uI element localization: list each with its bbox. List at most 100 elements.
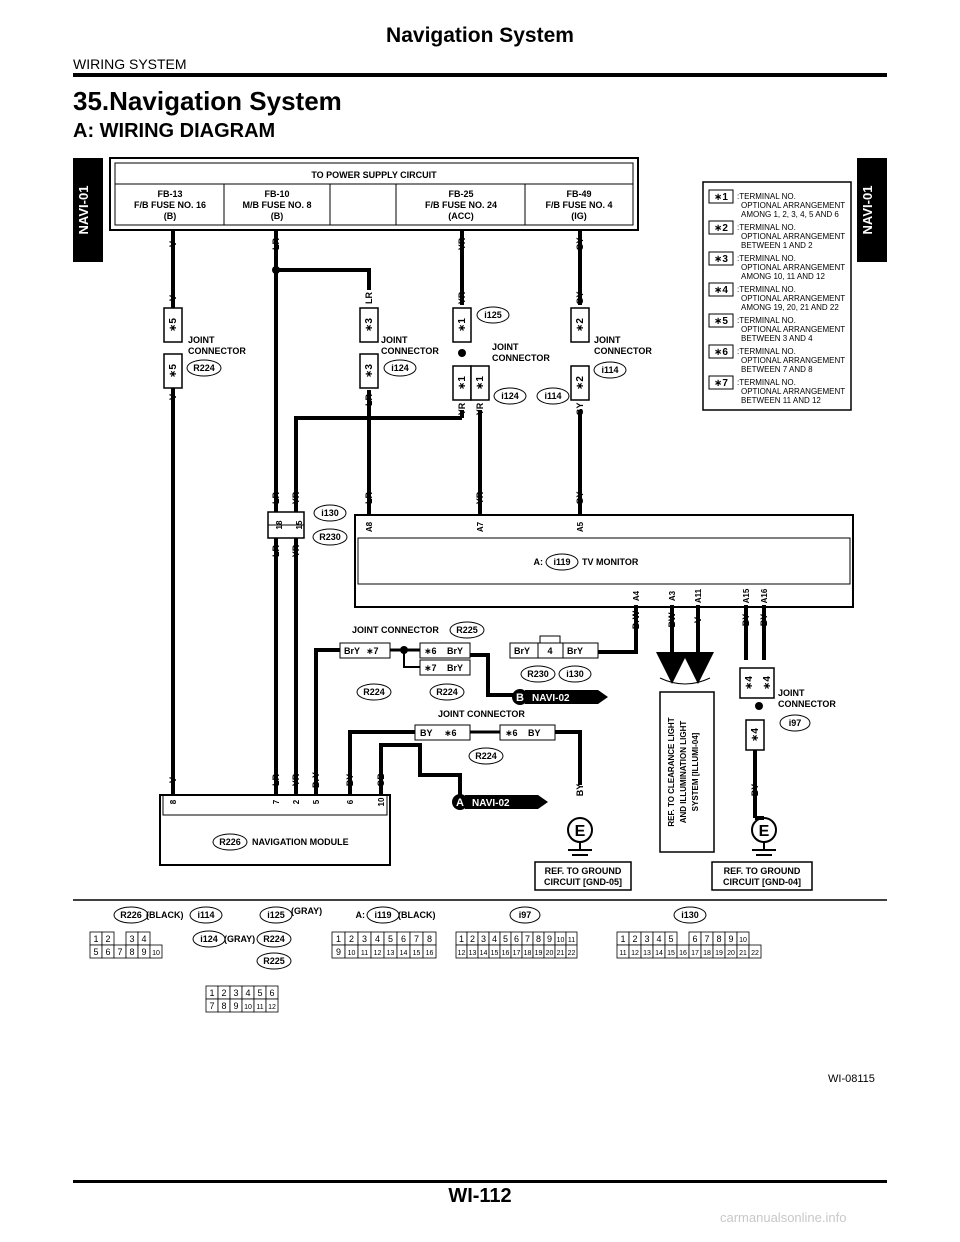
pin-number: 7 (525, 934, 530, 944)
fuse-4-line1: FB-25 (448, 189, 473, 199)
ground-e-left-letter: E (575, 823, 586, 840)
fuse-1-line1: FB-13 (157, 189, 182, 199)
pin-number: 7 (704, 934, 709, 944)
legend-row: ∗7:TERMINAL NO.OPTIONAL ARRANGEMENTBETWE… (708, 375, 845, 405)
star4-a: ∗4 (744, 676, 755, 690)
tv-monitor-label: TV MONITOR (582, 557, 639, 567)
legend-line3: AMONG 10, 11 AND 12 (741, 272, 825, 281)
i130-connector: 18 15 (267, 511, 305, 539)
legend-mark: ∗5 (714, 316, 728, 327)
ground-ref-a: REF. TO GROUND CIRCUIT [GND-05] (534, 861, 632, 891)
pin-number: 4 (375, 934, 380, 944)
pin-number: 17 (691, 950, 699, 957)
fuse-2-line2: M/B FUSE NO. 8 (242, 200, 311, 210)
pin-number: 14 (480, 950, 488, 957)
wire-label-gy: GY (575, 237, 585, 250)
legend-mark: ∗3 (714, 254, 728, 265)
oval-i125: i125 (476, 306, 510, 324)
pin-number: 10 (739, 937, 747, 944)
pin-number: 9 (141, 947, 146, 957)
wire-label-bry-nav: BrY (311, 772, 321, 788)
r225-star7-right: ∗7 (424, 663, 437, 673)
pin-number: 16 (502, 950, 510, 957)
r224-by-right: BY (528, 728, 541, 738)
face-r224-text: R224 (263, 934, 285, 944)
oval-r225: R225 (449, 621, 485, 639)
oval-i130-text: i130 (321, 508, 339, 518)
pin-number: 1 (209, 988, 214, 998)
pin-number: 15 (491, 950, 499, 957)
oval-i114-b-text: i114 (601, 365, 618, 375)
pin-number: 2 (105, 934, 110, 944)
jc-r225-label: JOINT CONNECTOR (352, 625, 439, 635)
pin-number: 3 (129, 934, 134, 944)
oval-i97-text: i97 (789, 718, 802, 728)
pin-number: 1 (459, 934, 464, 944)
legend-line3: AMONG 1, 2, 3, 4, 5 AND 6 (741, 210, 839, 219)
r224-star6-right: ∗6 (505, 728, 518, 738)
legend-line1: :TERMINAL NO. (737, 347, 796, 356)
fuse-1-line3: (B) (164, 211, 177, 221)
pin-number: 13 (387, 950, 395, 957)
jc-i125-l1: JOINT (492, 342, 519, 352)
fuse-2-line3: (B) (271, 211, 284, 221)
jc-i97-l1: JOINT (778, 688, 805, 698)
navi02-a-arrow: A NAVI-02 (452, 794, 548, 810)
pin-number: 7 (209, 1001, 214, 1011)
star5-b: ∗5 (168, 364, 179, 378)
tv-pin-a15: A15 (742, 588, 751, 603)
oval-i97-face: i97 (509, 906, 541, 924)
side-tab-right: NAVI-01 (857, 158, 887, 262)
tv-pin-a11: A11 (694, 588, 703, 603)
tv-pin-a3: A3 (668, 590, 677, 601)
section-label: WIRING SYSTEM (73, 56, 187, 72)
pin-number: 14 (400, 950, 408, 957)
pin-number: 21 (739, 950, 747, 957)
ground-ref-a-l2: CIRCUIT [GND-05] (544, 877, 622, 887)
legend-line2: OPTIONAL ARRANGEMENT (741, 201, 845, 210)
pin-number: 5 (93, 947, 98, 957)
pin-number: 15 (413, 950, 421, 957)
pin-number: 2 (349, 934, 354, 944)
side-tab-left: NAVI-01 (73, 158, 103, 262)
r225-star6: ∗6 (424, 646, 437, 656)
face-r226-text: R226 (120, 910, 142, 920)
jc-i97-l2: CONNECTOR (778, 699, 836, 709)
navi02-a-letter: A (456, 797, 464, 809)
r230-bry-left: BrY (514, 646, 530, 656)
oval-r224-a: R224 (186, 359, 222, 377)
pin-number: 3 (233, 988, 238, 998)
pin-number: 11 (568, 937, 575, 944)
nav-pin-6: 6 (346, 799, 355, 804)
pin-number: 21 (557, 950, 565, 957)
r225-star7-left: ∗7 (366, 646, 379, 656)
legend-line3: BETWEEN 1 AND 2 (741, 241, 813, 250)
sub-heading: A: WIRING DIAGRAM (73, 120, 276, 142)
pin-number: 6 (269, 988, 274, 998)
pin-number: 10 (152, 950, 160, 957)
r224-star6-left: ∗6 (444, 728, 457, 738)
legend-line2: OPTIONAL ARRANGEMENT (741, 294, 845, 303)
ground-e-right-letter: E (759, 823, 770, 840)
tv-prefix: A: (534, 557, 544, 567)
pin-number: 1 (93, 934, 98, 944)
pin-number: 19 (535, 950, 543, 957)
footer-rule (73, 1180, 887, 1183)
star2-a: ∗2 (575, 318, 586, 332)
ground-e-left: E (567, 817, 593, 856)
pin-number: 4 (245, 988, 250, 998)
legend-mark: ∗4 (714, 285, 728, 296)
pin-number: 22 (568, 950, 576, 957)
terminal-legend: ∗1:TERMINAL NO.OPTIONAL ARRANGEMENTAMONG… (702, 181, 852, 411)
pin-number: 5 (257, 988, 262, 998)
wire-label-by-gnd2: BY (750, 784, 760, 797)
wire-label-gy3: GY (575, 402, 585, 415)
wire-label-gy-tv: GY (575, 491, 585, 504)
star2-b: ∗2 (575, 376, 586, 390)
pin-number: 12 (374, 950, 382, 957)
side-tab-left-label: NAVI-01 (76, 186, 91, 235)
oval-r224-c-text: R224 (436, 687, 458, 697)
nav-pin-2: 2 (292, 799, 301, 804)
face-i124-color: (GRAY) (224, 934, 255, 944)
